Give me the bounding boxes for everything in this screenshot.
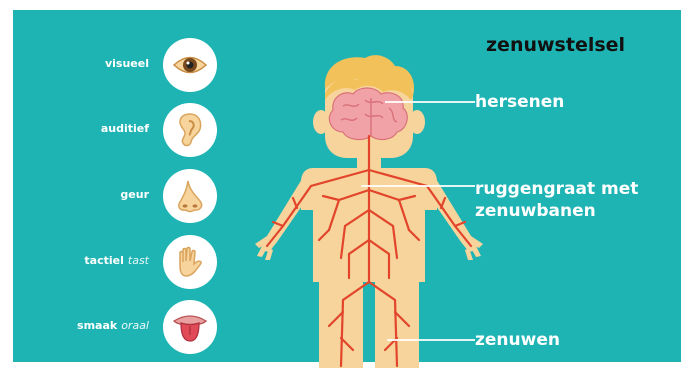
callout-spine-line2: zenuwbanen [475,200,638,222]
callout-brain: hersenen [475,91,564,113]
diagram-panel: visueel auditief geur [13,10,681,362]
callout-spine: ruggengraat met zenuwbanen [475,178,638,222]
callout-nerves: zenuwen [475,329,560,351]
callout-spine-line1: ruggengraat met [475,178,638,200]
